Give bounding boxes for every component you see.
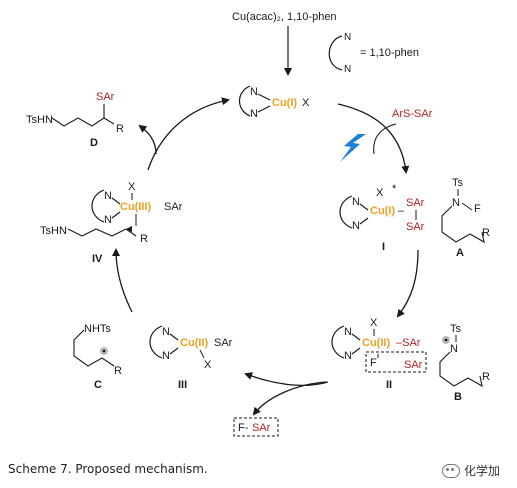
a-f: F <box>474 203 481 215</box>
iii-x: X <box>204 359 212 371</box>
product-release-arrow <box>138 124 157 155</box>
i-star: * <box>392 183 397 195</box>
species-A: Ts N F R A <box>441 177 490 259</box>
iii-n1: N <box>162 326 170 338</box>
b-ts: Ts <box>450 323 462 335</box>
watermark-text: 化学加 <box>464 464 501 478</box>
ii-x: X <box>370 317 378 329</box>
byproduct-arrow <box>252 381 327 416</box>
top-x: X <box>302 97 310 109</box>
reagent-entry-arrow <box>373 123 397 155</box>
ii-dashed-box <box>365 351 427 373</box>
watermark: 化学加 <box>442 462 500 479</box>
byproduct-dashed-box <box>233 417 279 437</box>
a-label: A <box>456 247 464 259</box>
iii-n2: N <box>162 350 170 362</box>
b-r: R <box>482 371 490 383</box>
iv-label: IV <box>92 253 103 265</box>
ii-cu: Cu(II) <box>362 337 390 349</box>
wechat-icon <box>442 463 460 478</box>
iv-r: R <box>140 233 148 245</box>
a-ts: Ts <box>452 177 464 189</box>
cu-i-x-complex: N N Cu(I) X <box>238 85 310 120</box>
a-r: R <box>482 227 490 239</box>
svg-text:N: N <box>344 32 351 43</box>
byproduct-sar: SAr <box>252 422 271 434</box>
precursor-reagents: Cu(acac)₂, 1,10-phen <box>232 11 337 23</box>
phen-legend-label: = 1,10-phen <box>360 47 419 59</box>
a-n: N <box>452 197 460 209</box>
iv-n2: N <box>104 214 112 226</box>
c-r: R <box>114 365 122 377</box>
c-nhts: NHTs <box>84 323 111 335</box>
product-d-r: R <box>116 123 124 135</box>
iii-label: III <box>178 379 187 391</box>
iv-sar: SAr <box>164 201 183 213</box>
ii-n1: N <box>344 326 352 338</box>
byproduct-F-SAr: F- SAr <box>233 417 279 437</box>
ii-f: F <box>370 357 377 369</box>
cycle-arrow-to-top <box>147 97 230 171</box>
iii-sar: SAr <box>214 337 233 349</box>
i-sar2: SAr <box>406 221 425 233</box>
top-n2: N <box>250 108 258 120</box>
i-cu: Cu(I) <box>370 205 395 217</box>
top-cu: Cu(I) <box>272 97 297 109</box>
light-bolt-icon <box>340 134 366 162</box>
i-n2: N <box>352 220 360 232</box>
i-sar1: SAr <box>406 197 425 209</box>
iv-n1: N <box>104 190 112 202</box>
byproduct-f: F- <box>238 422 249 434</box>
disulfide-reagent: ArS-SAr <box>392 108 433 120</box>
cycle-arrow-to-IV <box>112 248 133 313</box>
ii-n2: N <box>344 350 352 362</box>
cycle-arrow-to-II <box>396 249 419 318</box>
svg-text:N: N <box>344 64 351 75</box>
i-x: X <box>376 187 384 199</box>
i-label: I <box>382 241 385 253</box>
product-d-tshn: TsHN <box>26 114 53 126</box>
species-C: NHTs R C <box>73 323 122 391</box>
ii-dash: –SAr <box>396 337 421 349</box>
iv-cu: Cu(III) <box>120 201 151 213</box>
complex-II: N N X Cu(II) –SAr F SAr II <box>331 317 427 391</box>
complex-IV: N N X Cu(III) SAr TsHN R IV <box>40 181 183 265</box>
complex-I: N N X * Cu(I) – SAr SAr I <box>339 183 425 253</box>
scheme-caption: Scheme 7. Proposed mechanism. <box>8 462 208 476</box>
i-n1: N <box>352 196 360 208</box>
product-d-label: D <box>90 137 98 149</box>
iv-x: X <box>128 181 136 193</box>
cycle-arrow-to-I <box>337 103 410 174</box>
ii-sar: SAr <box>404 359 423 371</box>
product-d-sar: SAr <box>96 91 115 103</box>
c-label: C <box>94 379 102 391</box>
iv-tshn: TsHN <box>40 225 67 237</box>
i-dash: – <box>398 205 405 217</box>
complex-III: N N Cu(II) SAr X III <box>149 325 233 391</box>
cycle-arrow-to-III <box>244 372 329 386</box>
top-n1: N <box>250 86 258 98</box>
species-B: Ts N R B <box>439 323 490 403</box>
b-n: N <box>450 343 458 355</box>
b-label: B <box>454 391 462 403</box>
ii-label: II <box>386 379 392 391</box>
product-D: TsHN SAr R D <box>26 91 124 149</box>
iii-cu: Cu(II) <box>180 337 208 349</box>
phen-legend-icon: N N <box>328 32 351 75</box>
